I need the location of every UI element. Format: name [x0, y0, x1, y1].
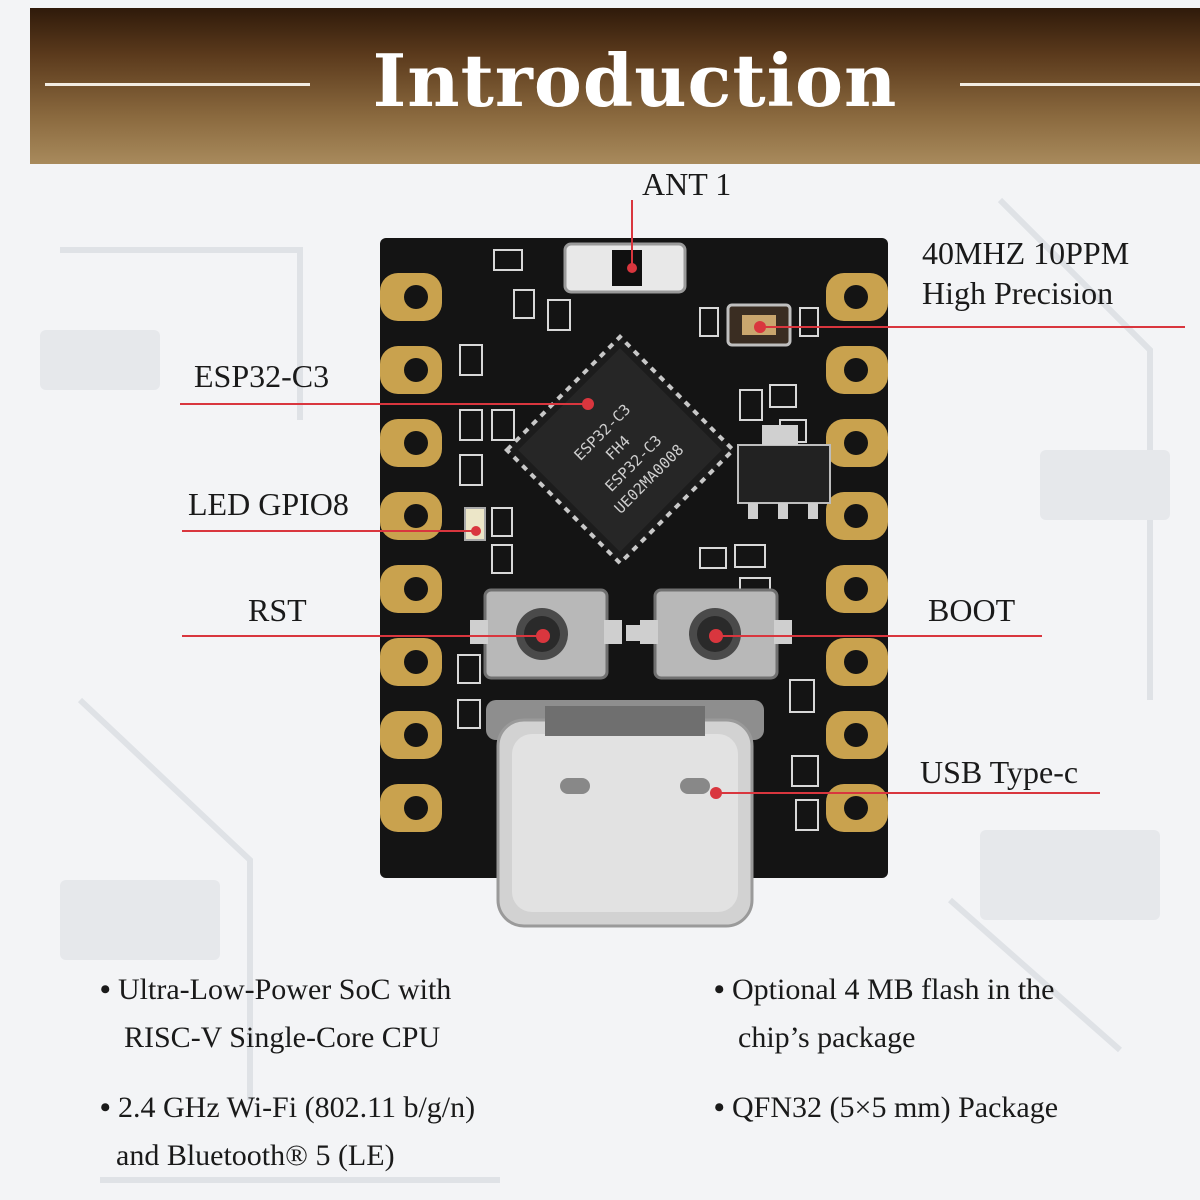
label-crystal-line1: 40MHZ 10PPM	[922, 235, 1130, 271]
voltage-regulator	[737, 425, 831, 519]
usb-type-c-connector	[486, 700, 764, 928]
feature-text: chip’s package	[738, 1021, 916, 1054]
title-banner	[30, 8, 1200, 164]
feature-text: RISC-V Single-Core CPU	[124, 1021, 441, 1054]
page-title: Introduction	[372, 38, 898, 123]
label-boot: BOOT	[928, 592, 1016, 628]
feature-text: 2.4 GHz Wi-Fi (802.11 b/g/n)	[118, 1091, 476, 1124]
feature-text: and Bluetooth® 5 (LE)	[116, 1139, 395, 1172]
label-rst: RST	[248, 592, 307, 628]
rst-button-component	[470, 588, 622, 680]
feature-text: QFN32 (5×5 mm) Package	[732, 1091, 1059, 1124]
banner-divider-left	[45, 83, 310, 86]
feature-item: • Optional 4 MB flash in the chip’s pack…	[714, 966, 1184, 1062]
label-usb-type-c: USB Type-c	[920, 754, 1079, 790]
antenna-component	[563, 242, 687, 294]
esp32-c3-chip: ESP32-C3 FH4 ESP32-C3 UE02MA0008	[504, 334, 736, 566]
feature-item: • 2.4 GHz Wi-Fi (802.11 b/g/n) and Bluet…	[100, 1084, 660, 1180]
feature-text: Optional 4 MB flash in the	[732, 973, 1055, 1006]
label-led-gpio8: LED GPIO8	[188, 486, 349, 522]
feature-item: • Ultra-Low-Power SoC with RISC-V Single…	[100, 966, 620, 1062]
feature-item: • QFN32 (5×5 mm) Package	[714, 1091, 1059, 1124]
label-crystal-line2: High Precision	[922, 275, 1114, 311]
feature-text: Ultra-Low-Power SoC with	[118, 973, 452, 1006]
banner-divider-right	[960, 83, 1200, 86]
label-ant: ANT 1	[642, 166, 732, 202]
label-esp32-c3: ESP32-C3	[194, 358, 330, 394]
